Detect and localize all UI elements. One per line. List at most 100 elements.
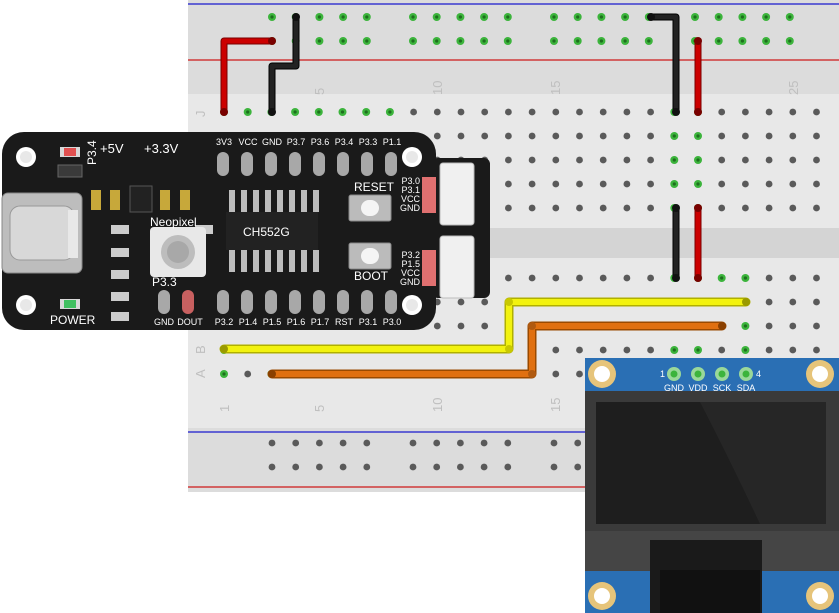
wire-endpoints [220,13,750,378]
breadboard-hole [457,132,465,140]
breadboard-hole [505,204,512,212]
breadboard-hole [718,346,726,354]
breadboard-hole-center [270,15,274,19]
breadboard-hole [813,132,820,140]
breadboard-hole [742,108,749,116]
breadboard-hole-center [720,276,724,280]
top-header-pads [217,152,397,176]
breadboard-hole-center [576,39,580,43]
breadboard-hole [339,463,347,471]
breadboard-hole [550,463,558,471]
breadboard-hole [789,274,797,282]
breadboard-hole [528,274,536,282]
wire-endpoint [694,37,702,45]
conn2-vcc: VCC [401,268,421,278]
breadboard-hole [813,346,820,354]
breadboard-hole-center [693,15,697,19]
breadboard-hole [409,439,417,447]
breadboard-hole [789,180,797,188]
breadboard-hole [552,274,560,282]
label-power: POWER [50,313,96,327]
breadboard-hole [718,204,726,212]
col-number-bottom-1: 1 [217,405,232,412]
conn1-p31: P3.1 [401,185,420,195]
breadboard-hole [789,298,797,306]
breadboard-hole [457,322,465,330]
breadboard-hole [623,274,631,282]
breadboard-hole [647,346,654,354]
breadboard-hole [742,132,749,140]
pin-label-p31: P3.1 [359,317,378,327]
breadboard-hole-center [435,15,439,19]
pin-label-p36: P3.6 [311,137,330,147]
breadboard-hole [552,204,560,212]
breadboard-hole-center [411,15,415,19]
breadboard-hole [292,463,300,471]
label-5v: +5V [100,141,124,156]
breadboard-hole [363,463,371,471]
breadboard-hole-center [696,348,700,352]
pin-label-p16: P1.6 [287,317,306,327]
connector1-labels: P3.0 P3.1 VCC GND [400,176,421,213]
breadboard-hole-center [696,182,700,186]
oled-module: 1 4 GND VDD SCK SDA [585,358,839,613]
ch552g-board: P3.4 +5V +3.3V CH552G Neopixel P3.3 POWE… [1,132,490,330]
breadboard-hole [789,204,797,212]
breadboard-hole [576,108,583,116]
oled-pin-last: 4 [756,369,761,379]
col-number-25: 25 [786,81,801,95]
breadboard-hole [576,370,583,378]
col-number-15: 15 [548,81,563,95]
wire-endpoint [292,13,300,21]
breadboard-hole [742,180,749,188]
breadboard-hole [480,463,488,471]
col-number-bottom-10: 10 [430,398,445,412]
breadboard-hole [599,274,607,282]
breadboard-hole [813,298,820,306]
breadboard-hole [647,204,654,212]
breadboard-hole [457,439,464,447]
breadboard-hole-center [743,276,748,280]
conn2-p32: P3.2 [401,250,420,260]
breadboard-hole [481,298,489,306]
breadboard-hole [765,156,773,164]
breadboard-hole [599,108,607,116]
breadboard-hole-center [599,39,604,43]
breadboard-hole [765,298,773,306]
oled-pins [667,367,753,381]
breadboard-hole [505,180,512,188]
oled-pin-gnd: GND [664,383,685,393]
breadboard-hole [813,322,820,330]
breadboard-hole [505,274,512,282]
breadboard-hole [244,370,252,378]
breadboard-hole [647,180,654,188]
breadboard-hole [789,346,797,354]
breadboard-hole [480,439,488,447]
breadboard-hole [789,322,797,330]
breadboard-hole-center [341,15,345,19]
breadboard-hole [742,156,749,164]
breadboard-hole [599,204,607,212]
breadboard-hole [765,204,773,212]
breadboard-hole [623,132,631,140]
breadboard-hole-center [222,372,226,376]
breadboard-hole [433,132,441,140]
conn1-p30: P3.0 [401,176,420,186]
wire-endpoint [672,204,680,212]
label-p34: P3.4 [85,140,99,165]
col-number-bottom-5: 5 [312,405,327,412]
breadboard-hole [457,298,465,306]
breadboard-hole-center [317,110,321,114]
breadboard-hole-center [743,324,748,328]
breadboard-hole [528,108,536,116]
breadboard-hole [552,108,560,116]
breadboard-hole [433,108,441,116]
breadboard-hole [765,274,773,282]
breadboard-hole [623,108,631,116]
pin-label-3v3: 3V3 [216,137,232,147]
breadboard-hole [599,180,607,188]
row-letter-j: J [193,111,208,118]
breadboard-hole [576,346,583,354]
breadboard-hole [599,132,607,140]
breadboard-hole-center [411,39,415,43]
